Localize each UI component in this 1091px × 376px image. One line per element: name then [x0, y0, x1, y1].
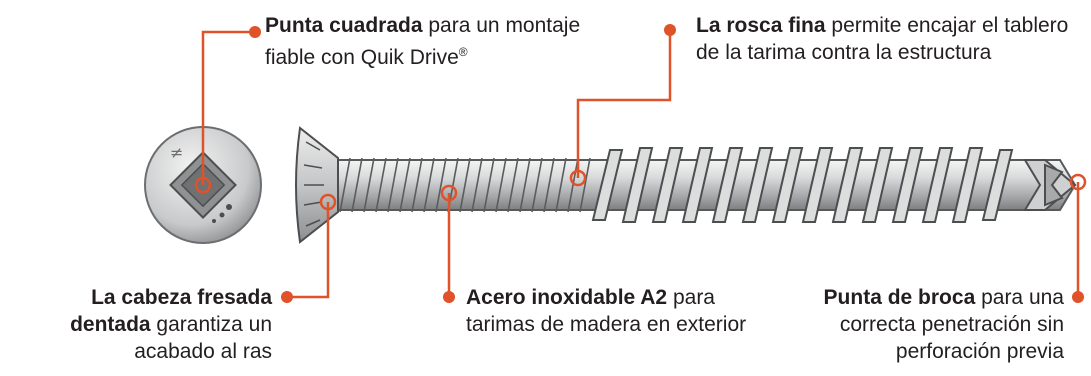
- callout-countersunk-head-bold: La cabeza fresada dentada: [70, 286, 272, 336]
- dot-square-tip: [249, 26, 261, 38]
- leader-lines: [201, 30, 1080, 299]
- callout-drill-tip: Punta de broca para una correcta penetra…: [760, 284, 1064, 365]
- dot-stainless: [443, 291, 455, 303]
- ring-fine-thread: [569, 169, 587, 187]
- callout-countersunk-head-text: garantiza un acabado al ras: [134, 313, 272, 363]
- callout-stainless: Acero inoxidable A2 para tarimas de made…: [466, 284, 756, 338]
- leader-countersunk-head: [287, 202, 330, 299]
- svg-text:≠: ≠: [170, 143, 183, 162]
- registered-mark: ®: [458, 45, 468, 59]
- ring-stainless: [440, 184, 458, 202]
- ring-drill-tip: [1069, 173, 1087, 191]
- dot-countersunk-head: [281, 291, 293, 303]
- ring-square-tip: [194, 176, 212, 194]
- leader-fine-thread: [576, 30, 672, 178]
- dot-fine-thread: [664, 24, 676, 36]
- callout-square-tip-bold: Punta cuadrada: [265, 14, 423, 37]
- screw-side-view: [295, 126, 1077, 244]
- callout-stainless-text: para tarimas de madera en exterior: [466, 286, 747, 336]
- callout-drill-tip-bold: Punta de broca: [823, 286, 976, 309]
- callout-countersunk-head: La cabeza fresada dentada garantiza un a…: [10, 284, 272, 365]
- leader-square-tip: [201, 30, 255, 185]
- callout-fine-thread: La rosca fina permite encajar el tablero…: [696, 12, 1076, 66]
- callout-drill-tip-text: para una correcta penetración sin perfor…: [839, 286, 1064, 363]
- ring-countersunk-head: [319, 193, 337, 211]
- leader-rings: [194, 169, 1087, 211]
- callout-fine-thread-text: permite encajar el tablero de la tarima …: [696, 14, 1069, 64]
- leader-dots: [249, 24, 1084, 303]
- callout-stainless-bold: Acero inoxidable A2: [466, 286, 668, 309]
- dot-drill-tip: [1072, 291, 1084, 303]
- callout-fine-thread-bold: La rosca fina: [696, 14, 826, 37]
- callout-square-tip-text: para un montaje fiable con Quik Drive: [265, 14, 581, 69]
- callout-square-tip: Punta cuadrada para un montaje fiable co…: [265, 12, 585, 71]
